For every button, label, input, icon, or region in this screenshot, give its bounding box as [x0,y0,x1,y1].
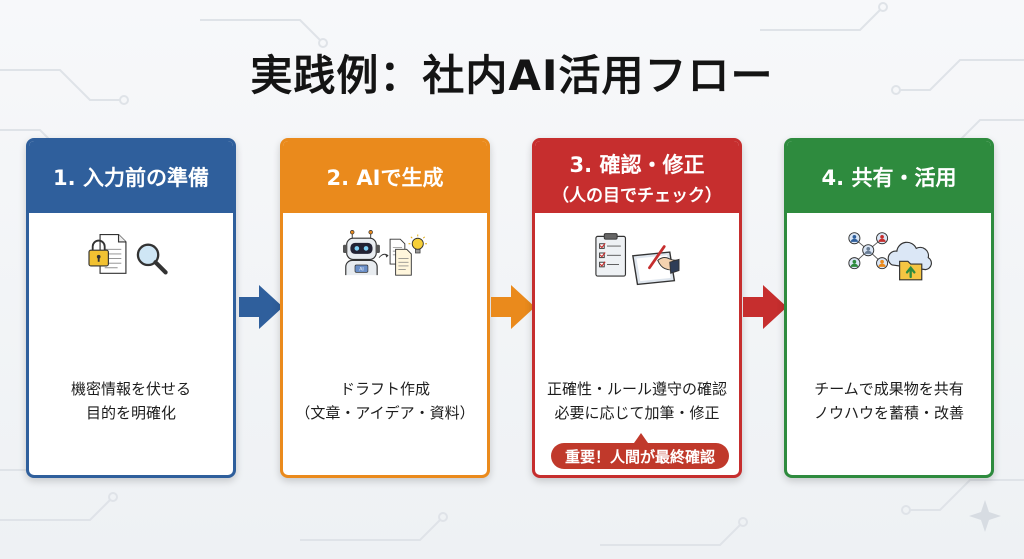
padlock-icon [88,239,109,267]
cloud-folder-icon [887,241,932,281]
step-header-2: 2. AIで生成 [283,141,487,213]
step-illustration-3 [595,233,680,286]
clipboard-checklist-icon [595,233,627,277]
step-card-4: 4. 共有・活用 チームで成果物を共有 ノウハウを蓄積・改善 [784,138,994,478]
step-description-4: チームで成果物を共有 ノウハウを蓄積・改善 [813,380,964,422]
flow-arrow-2 [491,285,535,329]
step-description-2: ドラフト作成 （文章・アイデア・資料） [295,380,475,422]
step-illustration-1 [88,233,168,275]
step-illustration-4 [848,232,932,281]
document-icon [389,238,412,276]
page-title: 実践例：社内AI活用フロー [250,51,774,100]
robot-icon: AI [343,230,380,276]
svg-text:AI: AI [359,267,364,273]
flow-arrow-3 [743,285,787,329]
warning-badge: 重要！人間が最終確認 [551,443,729,469]
step-header-3: 3. 確認・修正 （人の目でチェック） [535,141,739,213]
flow-arrow-1 [239,285,283,329]
step-card-1: 1. 入力前の準備 機密情報を伏せる 目的を明確化 [26,138,236,478]
magnifier-icon [136,243,168,275]
step-title-1: 1. 入力前の準備 [53,166,209,190]
badge-pointer [634,433,648,443]
step-title-3: 3. 確認・修正 [569,152,705,177]
step-illustration-2: AI [343,230,427,276]
step-header-1: 1. 入力前の準備 [29,141,233,213]
step-description-1: 機密情報を伏せる 目的を明確化 [70,380,191,422]
step-card-3: 3. 確認・修正 （人の目でチェック） 正確性・ルール遵守の確認 必要に応じて加… [532,138,742,478]
step-title-2: 2. AIで生成 [326,166,444,190]
hand-pen-icon [648,245,680,274]
step-header-4: 4. 共有・活用 [787,141,991,213]
lightbulb-icon [408,234,427,254]
step-subtitle-3: （人の目でチェック） [552,185,722,206]
step-card-2: 2. AIで生成 AI ドラフト作成 （文章・アイデア・資 [280,138,490,478]
step-title-4: 4. 共有・活用 [821,166,957,190]
step-description-3: 正確性・ルール遵守の確認 必要に応じて加筆・修正 [546,380,727,422]
team-network-icon [848,232,889,270]
